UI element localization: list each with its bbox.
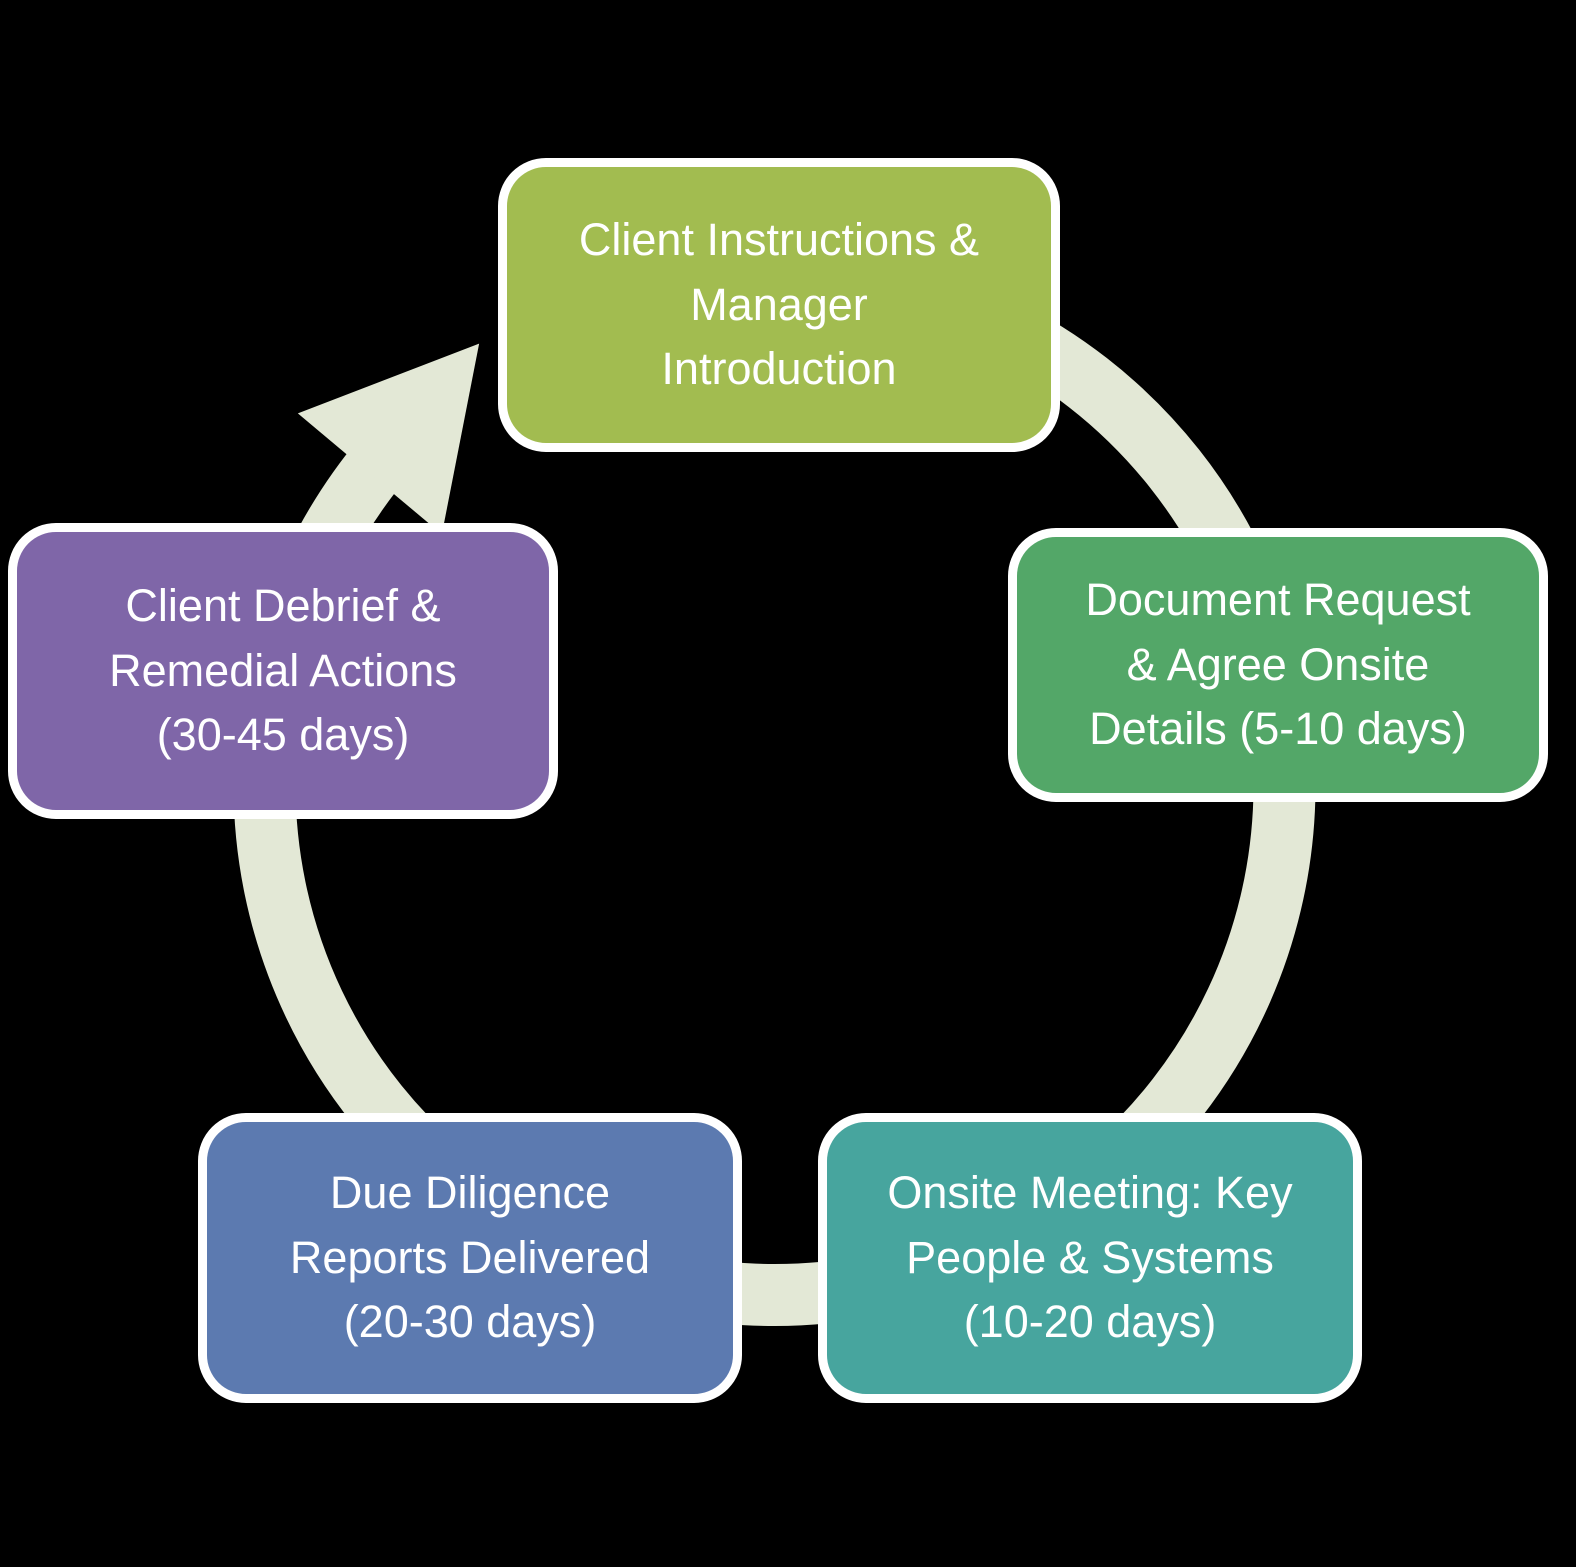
step-label-line: (30-45 days) xyxy=(156,709,410,761)
step-label-line: Manager xyxy=(690,278,868,330)
step-label-line: Client Debrief & xyxy=(125,579,441,631)
step-label-line: Client Instructions & xyxy=(578,213,980,265)
step-client-debrief: Client Debrief & Remedial Actions (30-45… xyxy=(8,523,558,819)
step-document-request: Document Request & Agree Onsite Details … xyxy=(1008,528,1548,802)
step-label-line: & Agree Onsite xyxy=(1126,638,1430,690)
step-label-line: (20-30 days) xyxy=(343,1296,597,1348)
step-label-line: Introduction xyxy=(661,343,897,395)
step-due-diligence-reports: Due Diligence Reports Delivered (20-30 d… xyxy=(198,1113,742,1403)
step-label-line: Reports Delivered xyxy=(289,1231,651,1283)
step-onsite-meeting: Onsite Meeting: Key People & Systems (10… xyxy=(818,1113,1362,1403)
step-label-line: Document Request xyxy=(1085,573,1471,625)
step-label-line: Details (5-10 days) xyxy=(1089,703,1467,755)
step-label-line: Due Diligence xyxy=(329,1166,611,1218)
step-label-line: Remedial Actions xyxy=(109,644,457,696)
step-label-line: Onsite Meeting: Key xyxy=(887,1166,1293,1218)
step-label-line: People & Systems xyxy=(906,1231,1274,1283)
step-client-instructions: Client Instructions & Manager Introducti… xyxy=(498,158,1060,452)
arrowhead-icon xyxy=(297,343,480,535)
step-label-line: (10-20 days) xyxy=(963,1296,1217,1348)
